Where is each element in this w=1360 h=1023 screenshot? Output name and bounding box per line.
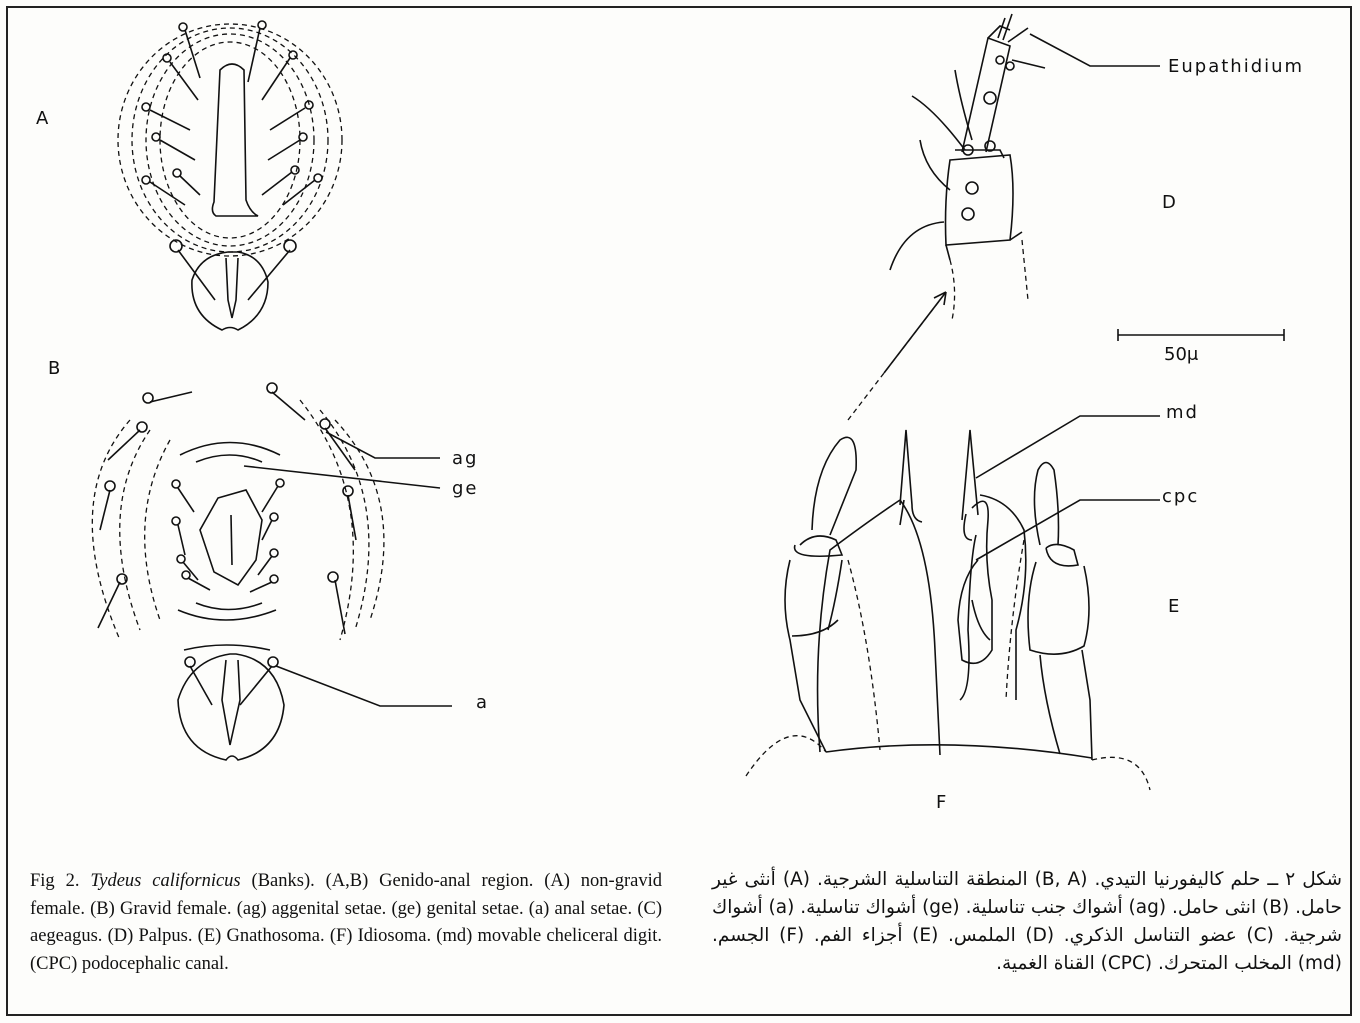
panel-label-e: E <box>1168 596 1179 617</box>
label-a: a <box>476 692 487 713</box>
panel-b-leaders <box>244 432 452 706</box>
scale-bar-label: 50μ <box>1164 344 1199 365</box>
label-ag: ag <box>452 448 478 469</box>
panel-d-drawing <box>890 14 1045 320</box>
panel-label-d: D <box>1162 192 1176 213</box>
panel-label-a: A <box>36 108 49 129</box>
leader-md <box>976 416 1160 478</box>
caption-lead: Fig 2. <box>30 871 90 891</box>
arrow-d-to-e <box>848 292 946 420</box>
panel-a-drawing <box>118 21 342 330</box>
panel-label-f: F <box>936 792 946 813</box>
leader-cpc <box>976 500 1160 560</box>
caption-arabic: شكل ٢ ــ حلم كاليفورنيا التيدي. (B, A) ا… <box>712 866 1342 978</box>
panel-e-drawing <box>746 430 1150 790</box>
caption-species: Tydeus californicus <box>90 871 240 891</box>
caption-english: Fig 2. Tydeus californicus (Banks). (A,B… <box>30 868 662 978</box>
label-eupathidium: Eupathidium <box>1168 56 1304 77</box>
label-md: md <box>1166 402 1199 423</box>
panel-label-b: B <box>48 358 60 379</box>
leader-eupathidium <box>1030 34 1160 66</box>
label-cpc: cpc <box>1162 486 1199 507</box>
scale-bar <box>1118 329 1284 341</box>
label-ge: ge <box>452 478 479 499</box>
